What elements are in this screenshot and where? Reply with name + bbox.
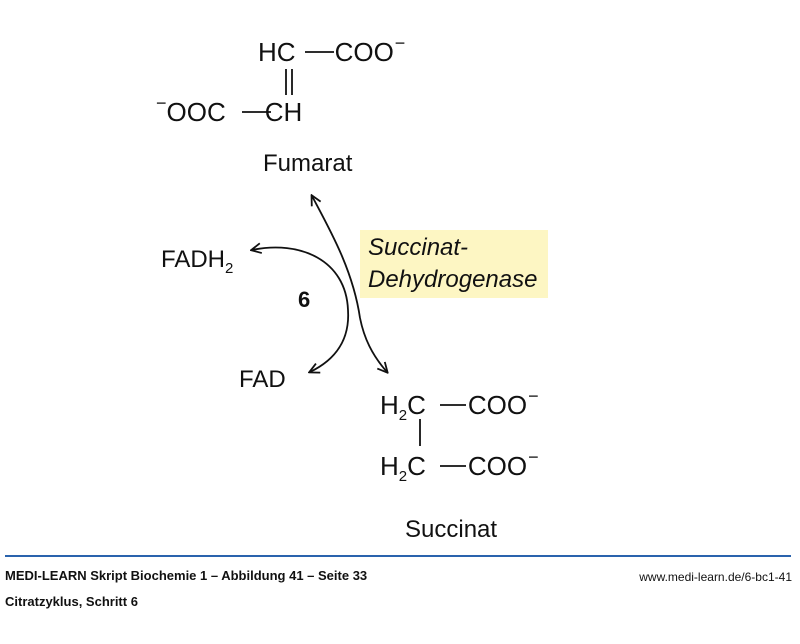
fumarat-hc: HC [258,37,296,67]
enzyme-label-box [360,230,548,298]
footer-subtitle: Citratzyklus, Schritt 6 [5,594,138,609]
fumarat-charge-bottom: − [156,93,167,113]
succinat-h-bottom: H [380,451,399,481]
footer-url-link[interactable]: www.medi-learn.de/6-bc1-41 [639,570,792,584]
succinat-coo-bottom: COO [467,451,528,481]
fad-label: FAD [239,366,286,393]
succinat-name: Succinat [405,516,498,543]
succinat-charge-bottom: − [528,447,539,467]
fumarat-ch: CH [264,97,303,127]
succinat-row-2: H2C COO− [380,447,539,485]
fadh2-label: FADH2 [161,246,234,277]
step-number: 6 [298,287,311,312]
succinat-charge-top: − [528,386,539,406]
fumarat-name: Fumarat [263,150,353,177]
succinat-c-top: C [407,390,426,420]
fumarat-ooc: OOC [166,97,226,127]
reaction-arrow-to-fumarat [312,196,361,319]
cofactor-arrow-to-fad [310,309,349,372]
fumarat-row-2: −OOC CH [155,93,303,128]
reaction-arrow-to-succinat [359,317,387,372]
fumarat-charge-top: − [394,33,406,53]
fumarat-coo-top: COO [334,37,394,67]
succinat-coo-top: COO [467,390,528,420]
succinat-sub-bottom: 2 [398,468,408,485]
cofactor-arrow-to-fadh2 [252,248,349,311]
enzyme-line-1: Succinat- [368,234,469,261]
footer-divider [5,555,791,557]
succinat-sub-top: 2 [398,407,408,424]
enzyme-line-2: Dehydrogenase [368,266,538,293]
fadh2-subscript: 2 [225,260,234,277]
fadh2-base: FADH [161,246,226,273]
footer-title: MEDI-LEARN Skript Biochemie 1 – Abbildun… [5,568,368,583]
succinat-row-1: H2C COO− [380,386,539,424]
fumarat-row-1: HC COO− [258,33,405,68]
succinat-c-bottom: C [407,451,426,481]
succinat-h-top: H [380,390,399,420]
